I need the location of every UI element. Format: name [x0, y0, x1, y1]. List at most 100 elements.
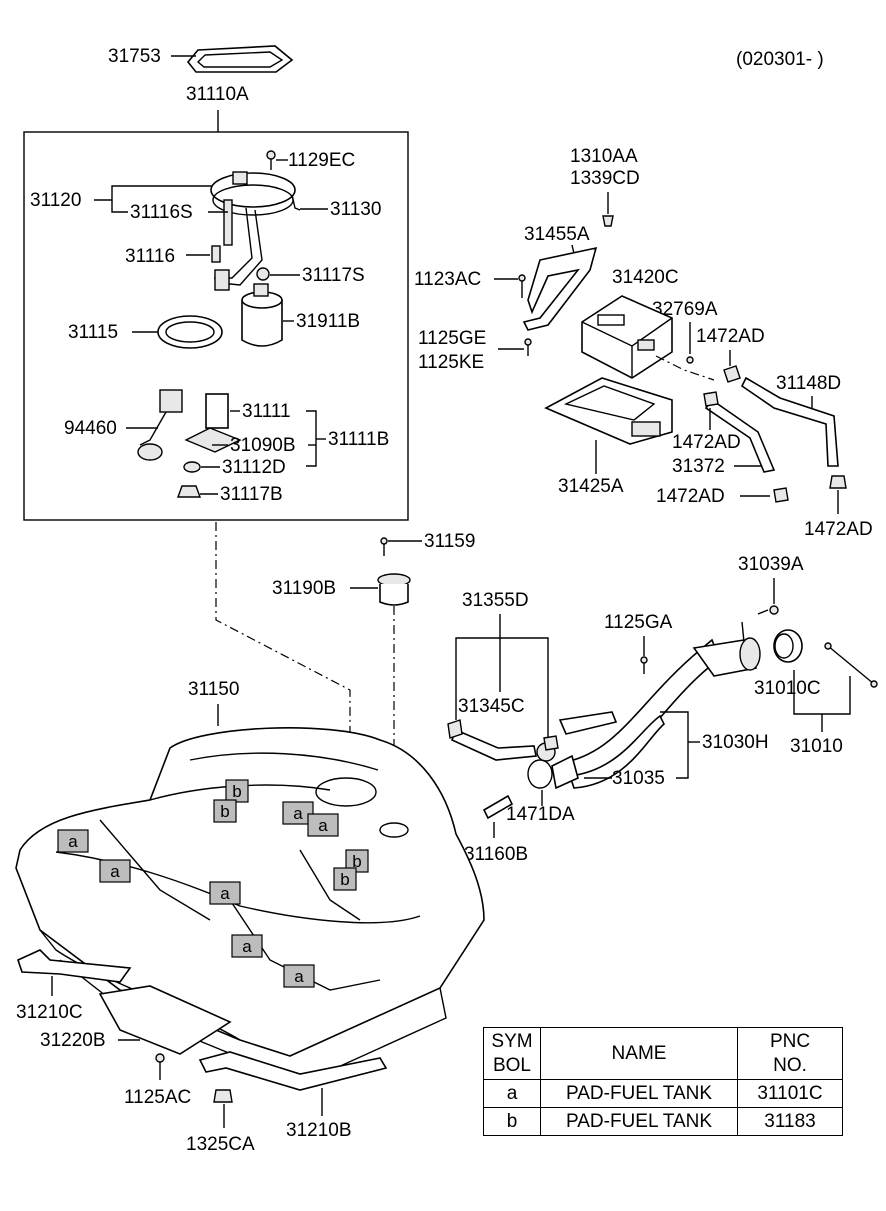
- bolt-1125AC: [155, 1053, 165, 1080]
- callout-31220B: 31220B: [40, 1030, 106, 1051]
- callout-31130: 31130: [330, 199, 381, 220]
- svg-text:a: a: [220, 884, 230, 903]
- pad-b-2: b: [213, 799, 237, 823]
- tray-31425A: [544, 377, 673, 445]
- legend-pnc: 31101C: [737, 1079, 843, 1108]
- callout-1471DA: 1471DA: [506, 804, 575, 825]
- callout-94460: 94460: [64, 418, 117, 439]
- callout-31159: 31159: [424, 531, 475, 552]
- callout-1123AC: 1123AC: [414, 269, 481, 290]
- gasket-ring-31115: [157, 315, 223, 349]
- pad-a-1: a: [57, 829, 89, 853]
- callout-31116: 31116: [125, 246, 175, 267]
- valve-31190B: [377, 573, 411, 606]
- tether-31010: [824, 642, 878, 688]
- callout-31210B: 31210B: [286, 1120, 352, 1141]
- legend-header-sym-line2: BOL: [492, 1054, 532, 1076]
- callout-31210C: 31210C: [16, 1002, 83, 1023]
- callout-31010: 31010: [790, 736, 843, 757]
- callout-31112D: 31112D: [222, 457, 286, 478]
- pad-a-2: a: [99, 859, 131, 883]
- callout-31420C: 31420C: [612, 267, 679, 288]
- legend-header-pnc: PNC NO.: [737, 1027, 843, 1080]
- callout-31035: 31035: [612, 768, 665, 789]
- pad-b-3: b: [345, 849, 369, 873]
- svg-text:a: a: [318, 816, 328, 835]
- callout-1125GE: 1125GE: [418, 328, 486, 349]
- svg-text:a: a: [242, 937, 252, 956]
- legend-pnc: 31183: [737, 1107, 843, 1136]
- legend-row: a PAD-FUEL TANK 31101C: [483, 1079, 843, 1108]
- pump-module-frame: [23, 131, 409, 521]
- filler-neck-31030H: [536, 621, 761, 790]
- canister-31420C: [581, 295, 673, 379]
- pad-a-3: a: [209, 881, 241, 905]
- callout-1310AA: 1310AA: [570, 146, 638, 167]
- sender-94460: [137, 389, 183, 461]
- nut-1325CA: [213, 1089, 233, 1103]
- legend-header-pnc-line1: PNC: [769, 1030, 811, 1052]
- svg-text:a: a: [110, 862, 120, 881]
- callout-1125KE: 1125KE: [418, 352, 484, 373]
- svg-text:b: b: [220, 802, 229, 821]
- bolt-1125GA: [640, 656, 648, 674]
- pump-31111: [184, 393, 242, 453]
- callout-31117B: 31117B: [220, 484, 283, 505]
- strap-31210C: [17, 949, 132, 983]
- legend-name: PAD-FUEL TANK: [540, 1107, 738, 1136]
- bracket-31455A: [522, 246, 598, 331]
- legend-header-name: NAME: [540, 1027, 738, 1080]
- pad-a-4: a: [231, 934, 263, 958]
- callout-1472AD-a: 1472AD: [696, 326, 765, 347]
- callout-31115: 31115: [68, 322, 118, 343]
- callout-31753: 31753: [108, 46, 161, 67]
- legend-header-sym-line1: SYM: [491, 1030, 533, 1052]
- callout-31010C: 31010C: [754, 678, 821, 699]
- callout-31120: 31120: [30, 190, 81, 211]
- fuel-tank-31150: [15, 727, 485, 1077]
- callout-31150: 31150: [188, 679, 239, 700]
- svg-text:b: b: [340, 870, 349, 889]
- callout-31117S: 31117S: [302, 265, 365, 286]
- screw-31159: [380, 537, 388, 556]
- callout-31911B: 31911B: [296, 311, 360, 332]
- callout-1325CA: 1325CA: [186, 1134, 255, 1155]
- pad-a-7: a: [307, 813, 339, 837]
- fuel-cap-31010C: [773, 629, 803, 663]
- legend-header-symbol: SYM BOL: [483, 1027, 541, 1080]
- callout-31111B: 31111B: [328, 429, 389, 450]
- legend-header-pnc-line2: NO.: [773, 1054, 807, 1076]
- clamp-1471DA: [527, 759, 553, 789]
- cap-31117B: [177, 485, 201, 498]
- bolt-1125GE: [524, 338, 532, 356]
- nut-31117S: [256, 267, 270, 281]
- callout-31372: 31372: [672, 456, 725, 477]
- callout-1339CD: 1339CD: [570, 168, 640, 189]
- tube-31160B: [482, 794, 514, 820]
- legend-row: b PAD-FUEL TANK 31183: [483, 1107, 843, 1136]
- clamp-1472AD-c: [773, 487, 789, 503]
- callout-31345C: 31345C: [458, 696, 525, 717]
- callout-31355D: 31355D: [462, 590, 529, 611]
- callout-31455A: 31455A: [524, 224, 590, 245]
- callout-32769A: 32769A: [652, 299, 718, 320]
- pad-a-6: a: [282, 801, 314, 825]
- strap-31210B: [198, 1051, 388, 1091]
- callout-31110A: 31110A: [186, 84, 249, 105]
- nut-1310AA: [602, 215, 614, 227]
- callout-31116S: 31116S: [130, 202, 193, 223]
- svg-text:a: a: [68, 832, 78, 851]
- svg-text:b: b: [232, 782, 241, 801]
- callout-31090B: 31090B: [230, 435, 296, 456]
- pad-a-5: a: [283, 964, 315, 988]
- svg-text:b: b: [352, 852, 361, 871]
- pump-flange: [210, 171, 296, 291]
- pad-b-1: b: [225, 779, 249, 803]
- clamp-1472AD-d: [829, 475, 847, 489]
- callout-1125AC: 1125AC: [124, 1087, 191, 1108]
- fuel-filter-31911B: [241, 283, 283, 347]
- callout-1125GA: 1125GA: [604, 612, 673, 633]
- callout-1472AD-b: 1472AD: [672, 432, 741, 453]
- gasket-31753: [186, 45, 294, 73]
